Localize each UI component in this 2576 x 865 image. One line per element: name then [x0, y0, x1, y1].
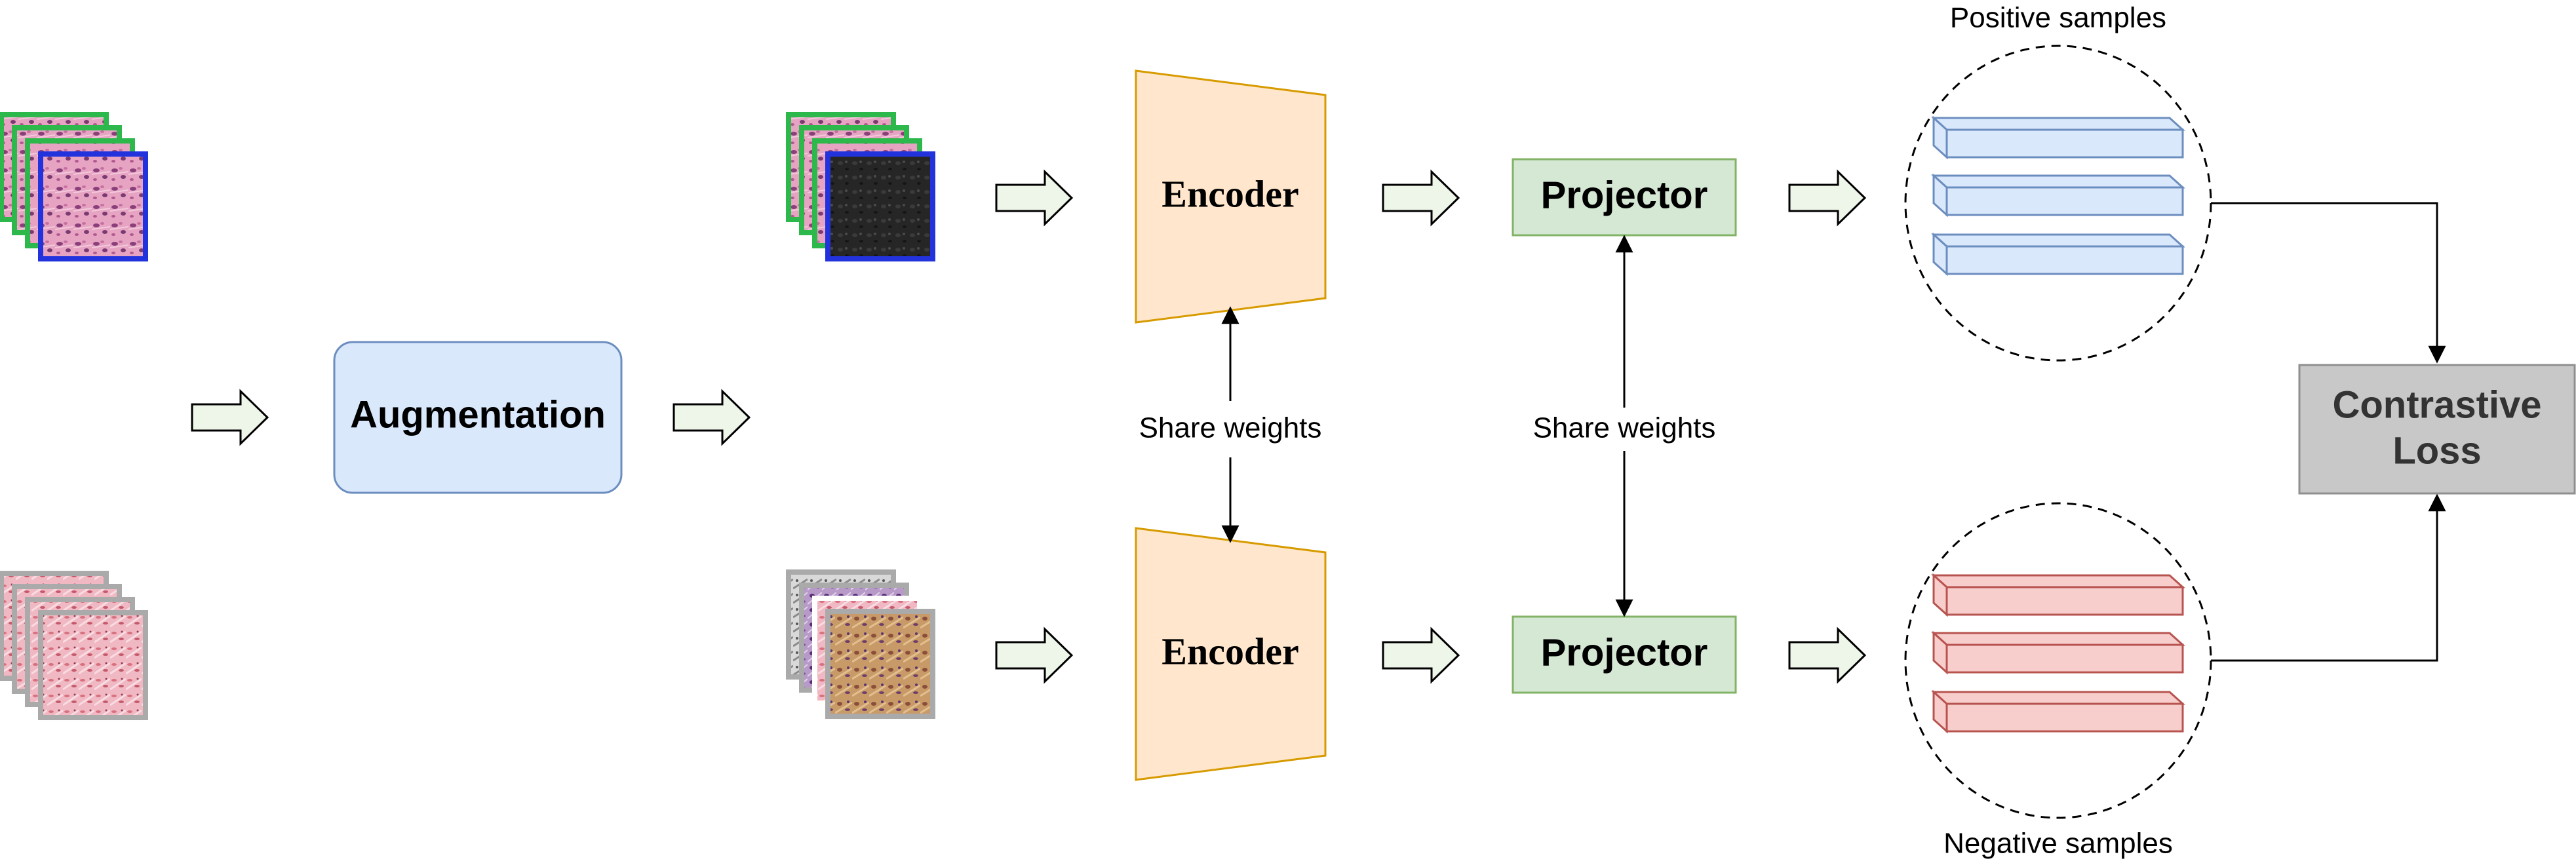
negative-input-stack: [0, 571, 148, 720]
block-arrow-icon: [995, 169, 1074, 227]
block-arrow-icon: [995, 626, 1074, 684]
augmentation-label: Augmentation: [350, 393, 606, 436]
positive-to-loss-connector: [2211, 202, 2446, 364]
block-arrow-icon: [1382, 626, 1460, 684]
feature-vector-bar: [1931, 689, 2185, 734]
augmentation-node: Augmentation: [333, 341, 623, 494]
block-arrow-icon: [191, 389, 269, 446]
projector-top-label: Projector: [1541, 174, 1708, 216]
block-arrow-icon: [1788, 169, 1867, 227]
augmented-positive-stack: [786, 112, 935, 261]
negative-feature-bars: [1931, 573, 2185, 734]
block-arrow-icon: [1788, 626, 1867, 684]
feature-vector-bar: [1931, 232, 2185, 277]
projector-bottom-label: Projector: [1541, 631, 1708, 674]
augmented-negative-stack: [786, 569, 935, 719]
negative-to-loss-connector: [2211, 493, 2446, 662]
share-weights-projector-label: Share weights: [1533, 412, 1716, 444]
contrastive-loss-node: Contrastive Loss: [2298, 364, 2576, 495]
projector-top-node: Projector: [1512, 158, 1737, 237]
projector-bottom-node: Projector: [1512, 615, 1737, 694]
encoder-bottom-node: Encoder: [1135, 527, 1327, 781]
encoder-top-node: Encoder: [1135, 69, 1327, 324]
feature-vector-bar: [1931, 115, 2185, 160]
contrastive-loss-label-line1: Contrastive: [2332, 383, 2541, 426]
negative-samples-label: Negative samples: [1943, 828, 2173, 860]
positive-samples-label: Positive samples: [1950, 2, 2166, 34]
feature-vector-bar: [1931, 573, 2185, 617]
block-arrow-icon: [673, 389, 751, 446]
share-weights-encoder-label: Share weights: [1139, 412, 1322, 444]
contrastive-loss-label-line2: Loss: [2392, 429, 2481, 472]
encoder-top-label: Encoder: [1161, 172, 1298, 215]
positive-input-stack: [0, 112, 148, 261]
feature-vector-bar: [1931, 630, 2185, 675]
encoder-bottom-label: Encoder: [1161, 630, 1298, 672]
block-arrow-icon: [1382, 169, 1460, 227]
positive-feature-bars: [1931, 115, 2185, 277]
feature-vector-bar: [1931, 173, 2185, 218]
